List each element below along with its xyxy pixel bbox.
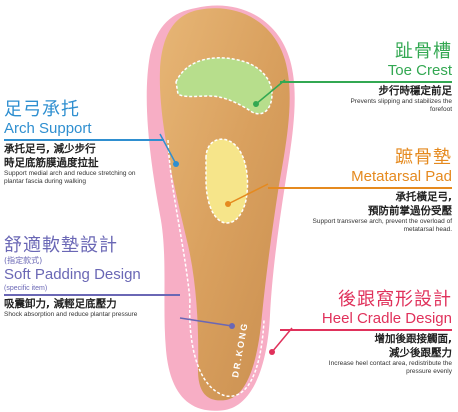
heel-en-desc: Increase heel contact area, redistribute… [292, 360, 452, 376]
toe-crest-zh-title: 趾骨槽 [300, 42, 452, 62]
toe-crest-en-title: Toe Crest [300, 62, 452, 80]
padding-dot [229, 323, 235, 329]
arch-dot [173, 161, 179, 167]
arch-support-callout: 足弓承托 Arch Support 承托足弓, 減少步行 時足底筋膜過度拉扯 S… [4, 100, 172, 186]
toe-crest-dot [253, 101, 259, 107]
arch-en-title: Arch Support [4, 120, 172, 138]
metatarsal-en-desc: Support transverse arch, prevent the ove… [292, 218, 452, 234]
arch-zh-title: 足弓承托 [4, 100, 172, 120]
padding-zh-title: 舒適軟墊設計 [4, 236, 186, 256]
arch-en-desc: Support medial arch and reduce stretchin… [4, 170, 144, 186]
padding-zh-desc: 吸震卸力, 減輕足底壓力 [4, 297, 186, 311]
metatarsal-en-title: Metatarsal Pad [292, 168, 452, 186]
heel-zh-desc: 增加後跟接觸面, 減少後跟壓力 [292, 332, 452, 360]
heel-dot [269, 349, 275, 355]
heel-cradle-callout: 後跟窩形設計 Heel Cradle Design 增加後跟接觸面, 減少後跟壓… [292, 290, 452, 376]
heel-en-title: Heel Cradle Design [292, 310, 452, 328]
toe-crest-zh-desc: 步行時穩定前足 [300, 84, 452, 98]
metatarsal-dot [225, 201, 231, 207]
toe-crest-callout: 趾骨槽 Toe Crest 步行時穩定前足 Prevents slipping … [300, 42, 452, 114]
padding-zh-sub: (指定款式) [4, 256, 186, 266]
padding-en-title: Soft Padding Design [4, 266, 186, 284]
heel-zh-title: 後跟窩形設計 [292, 290, 452, 310]
metatarsal-pad-callout: 蹠骨墊 Metatarsal Pad 承托橫足弓, 預防前掌過份受壓 Suppo… [292, 148, 452, 234]
heel-leader [272, 328, 292, 352]
metatarsal-zh-desc: 承托橫足弓, 預防前掌過份受壓 [292, 190, 452, 218]
toe-crest-en-desc: Prevents slipping and stabilizes the for… [300, 98, 452, 114]
arch-zh-desc: 承托足弓, 減少步行 時足底筋膜過度拉扯 [4, 142, 172, 170]
metatarsal-zh-title: 蹠骨墊 [292, 148, 452, 168]
soft-padding-callout: 舒適軟墊設計 (指定款式) Soft Padding Design (speci… [4, 236, 186, 319]
padding-en-desc: Shock absorption and reduce plantar pres… [4, 311, 144, 319]
padding-en-sub: (specific item) [4, 284, 186, 293]
